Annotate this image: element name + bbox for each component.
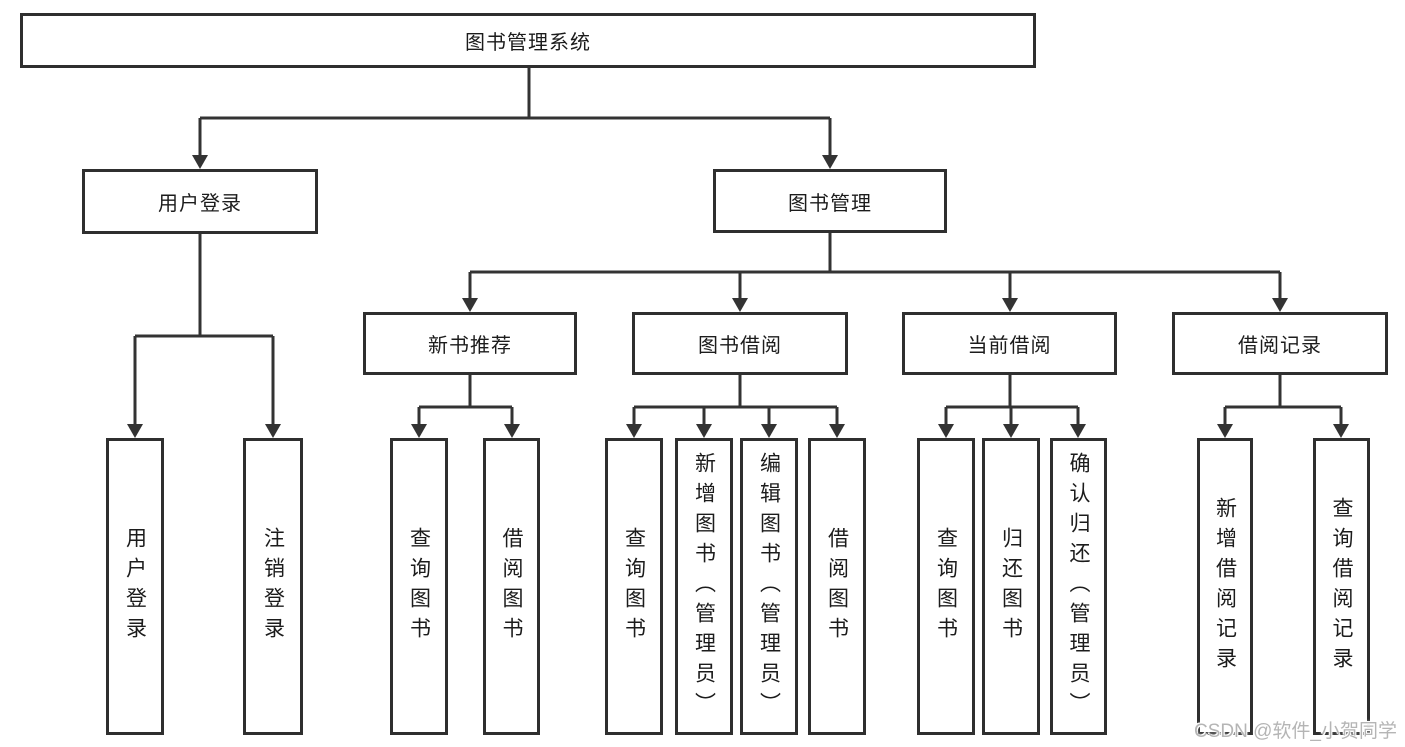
watermark: CSDN @软件_小贺同学 [1194, 721, 1397, 742]
leaf-logout: 注销登录 [243, 438, 303, 735]
leaf-edit-book-admin: 编辑图书（管理员） [740, 438, 798, 735]
leaf-add-book-admin-label: 新增图书（管理员） [692, 451, 716, 722]
node-book-management-label: 图书管理 [788, 192, 872, 215]
leaf-borrow-book-label: 借阅图书 [825, 526, 849, 647]
leaf-add-book-admin: 新增图书（管理员） [675, 438, 733, 735]
leaf-query-borrow-record: 查询借阅记录 [1313, 438, 1370, 735]
node-root-system: 图书管理系统 [20, 13, 1036, 68]
node-borrow-record: 借阅记录 [1172, 312, 1388, 375]
connector-paths [133, 68, 1343, 425]
leaf-user-login-label: 用户登录 [123, 526, 147, 647]
node-user-login-label: 用户登录 [158, 193, 242, 215]
leaf-query-book-recommend-label: 查询图书 [407, 526, 431, 647]
arrowheads [127, 155, 1349, 438]
leaf-query-book-borrow: 查询图书 [605, 438, 663, 735]
leaf-add-borrow-record: 新增借阅记录 [1197, 438, 1253, 735]
node-book-management: 图书管理 [713, 169, 947, 233]
leaf-return-book-label: 归还图书 [999, 526, 1023, 647]
node-current-borrow-label: 当前借阅 [967, 335, 1052, 357]
leaf-return-book: 归还图书 [982, 438, 1040, 735]
node-book-borrow: 图书借阅 [632, 312, 848, 375]
leaf-query-book-current-label: 查询图书 [934, 526, 958, 647]
leaf-borrow-book: 借阅图书 [808, 438, 866, 735]
leaf-confirm-return-admin: 确认归还（管理员） [1050, 438, 1107, 735]
leaf-confirm-return-admin-label: 确认归还（管理员） [1067, 451, 1090, 722]
leaf-edit-book-admin-label: 编辑图书（管理员） [757, 451, 781, 722]
node-book-borrow-label: 图书借阅 [698, 335, 782, 357]
node-borrow-record-label: 借阅记录 [1238, 335, 1322, 357]
leaf-borrow-book-recommend-label: 借阅图书 [500, 526, 523, 647]
node-root-system-label: 图书管理系统 [465, 32, 591, 54]
leaf-add-borrow-record-label: 新增借阅记录 [1213, 496, 1237, 677]
node-user-login: 用户登录 [82, 169, 318, 234]
node-new-book-recommend: 新书推荐 [363, 312, 577, 375]
leaf-query-book-current: 查询图书 [917, 438, 975, 735]
leaf-logout-label: 注销登录 [261, 526, 285, 647]
node-new-book-recommend-label: 新书推荐 [428, 335, 512, 357]
leaf-query-borrow-record-label: 查询借阅记录 [1330, 496, 1353, 677]
leaf-query-book-borrow-label: 查询图书 [622, 526, 646, 647]
node-current-borrow: 当前借阅 [902, 312, 1117, 375]
leaf-borrow-book-recommend: 借阅图书 [483, 438, 540, 735]
leaf-user-login: 用户登录 [106, 438, 164, 735]
leaf-query-book-recommend: 查询图书 [390, 438, 448, 735]
